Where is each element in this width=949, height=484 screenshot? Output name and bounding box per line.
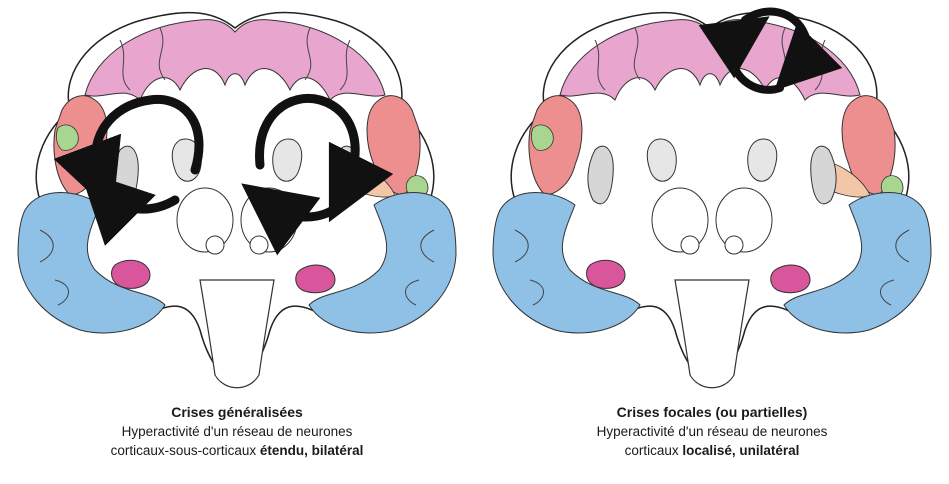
hippocampus-right [296, 265, 335, 293]
brainstem [200, 280, 274, 388]
brain-coronal-section-right [475, 0, 949, 400]
focal-seizure-panel: Crises focales (ou partielles) Hyperacti… [475, 0, 949, 484]
generalized-seizure-panel: Crises généralisées Hyperactivité d'un r… [0, 0, 474, 484]
brain-coronal-section-left [0, 0, 474, 400]
central-cortex-left [531, 125, 553, 150]
hippocampus-right [771, 265, 810, 293]
panel-description-line2: corticaux localisé, unilatéral [475, 441, 949, 460]
panel-description-line1: Hyperactivité d'un réseau de neurones [0, 422, 474, 441]
brainstem [675, 280, 749, 388]
hippocampus-left [587, 260, 625, 288]
panel-description-emphasis: étendu, bilatéral [260, 443, 364, 458]
panel-title: Crises généralisées [0, 403, 474, 422]
caption-generalized: Crises généralisées Hyperactivité d'un r… [0, 403, 474, 460]
hippocampus-left [112, 260, 150, 288]
panel-title: Crises focales (ou partielles) [475, 403, 949, 422]
panel-description-line1: Hyperactivité d'un réseau de neurones [475, 422, 949, 441]
caption-focal: Crises focales (ou partielles) Hyperacti… [475, 403, 949, 460]
panel-description-emphasis: localisé, unilatéral [682, 443, 799, 458]
central-cortex-left [56, 125, 78, 150]
panel-description-line2: corticaux-sous-corticaux étendu, bilatér… [0, 441, 474, 460]
